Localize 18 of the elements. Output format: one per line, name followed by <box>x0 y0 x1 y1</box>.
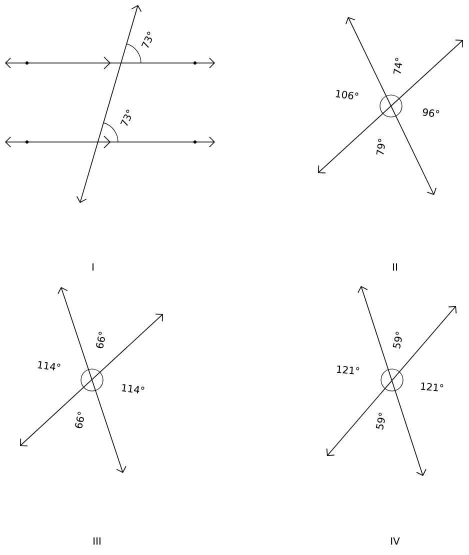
angle-label: 66° <box>96 332 105 348</box>
angle-label: 114° <box>122 384 144 394</box>
figure-label: II <box>393 263 397 271</box>
angle-label: 79° <box>376 138 385 155</box>
angle-label: 59° <box>376 412 385 430</box>
angle-label: 73° <box>141 32 152 48</box>
angle-label: 59° <box>392 332 402 349</box>
angle-label: 121° <box>420 382 444 392</box>
angle-label: 73° <box>120 110 131 126</box>
figure-label: I <box>92 263 94 271</box>
angle-label: 74° <box>393 58 402 74</box>
angle-label: 66° <box>75 412 84 428</box>
figure-label: IV <box>391 537 400 545</box>
angle-label: 114° <box>38 361 60 370</box>
figure-label: III <box>94 537 100 545</box>
angle-label: 121° <box>336 366 360 374</box>
angle-label: 96° <box>422 108 440 117</box>
angle-label: 106° <box>336 90 358 100</box>
